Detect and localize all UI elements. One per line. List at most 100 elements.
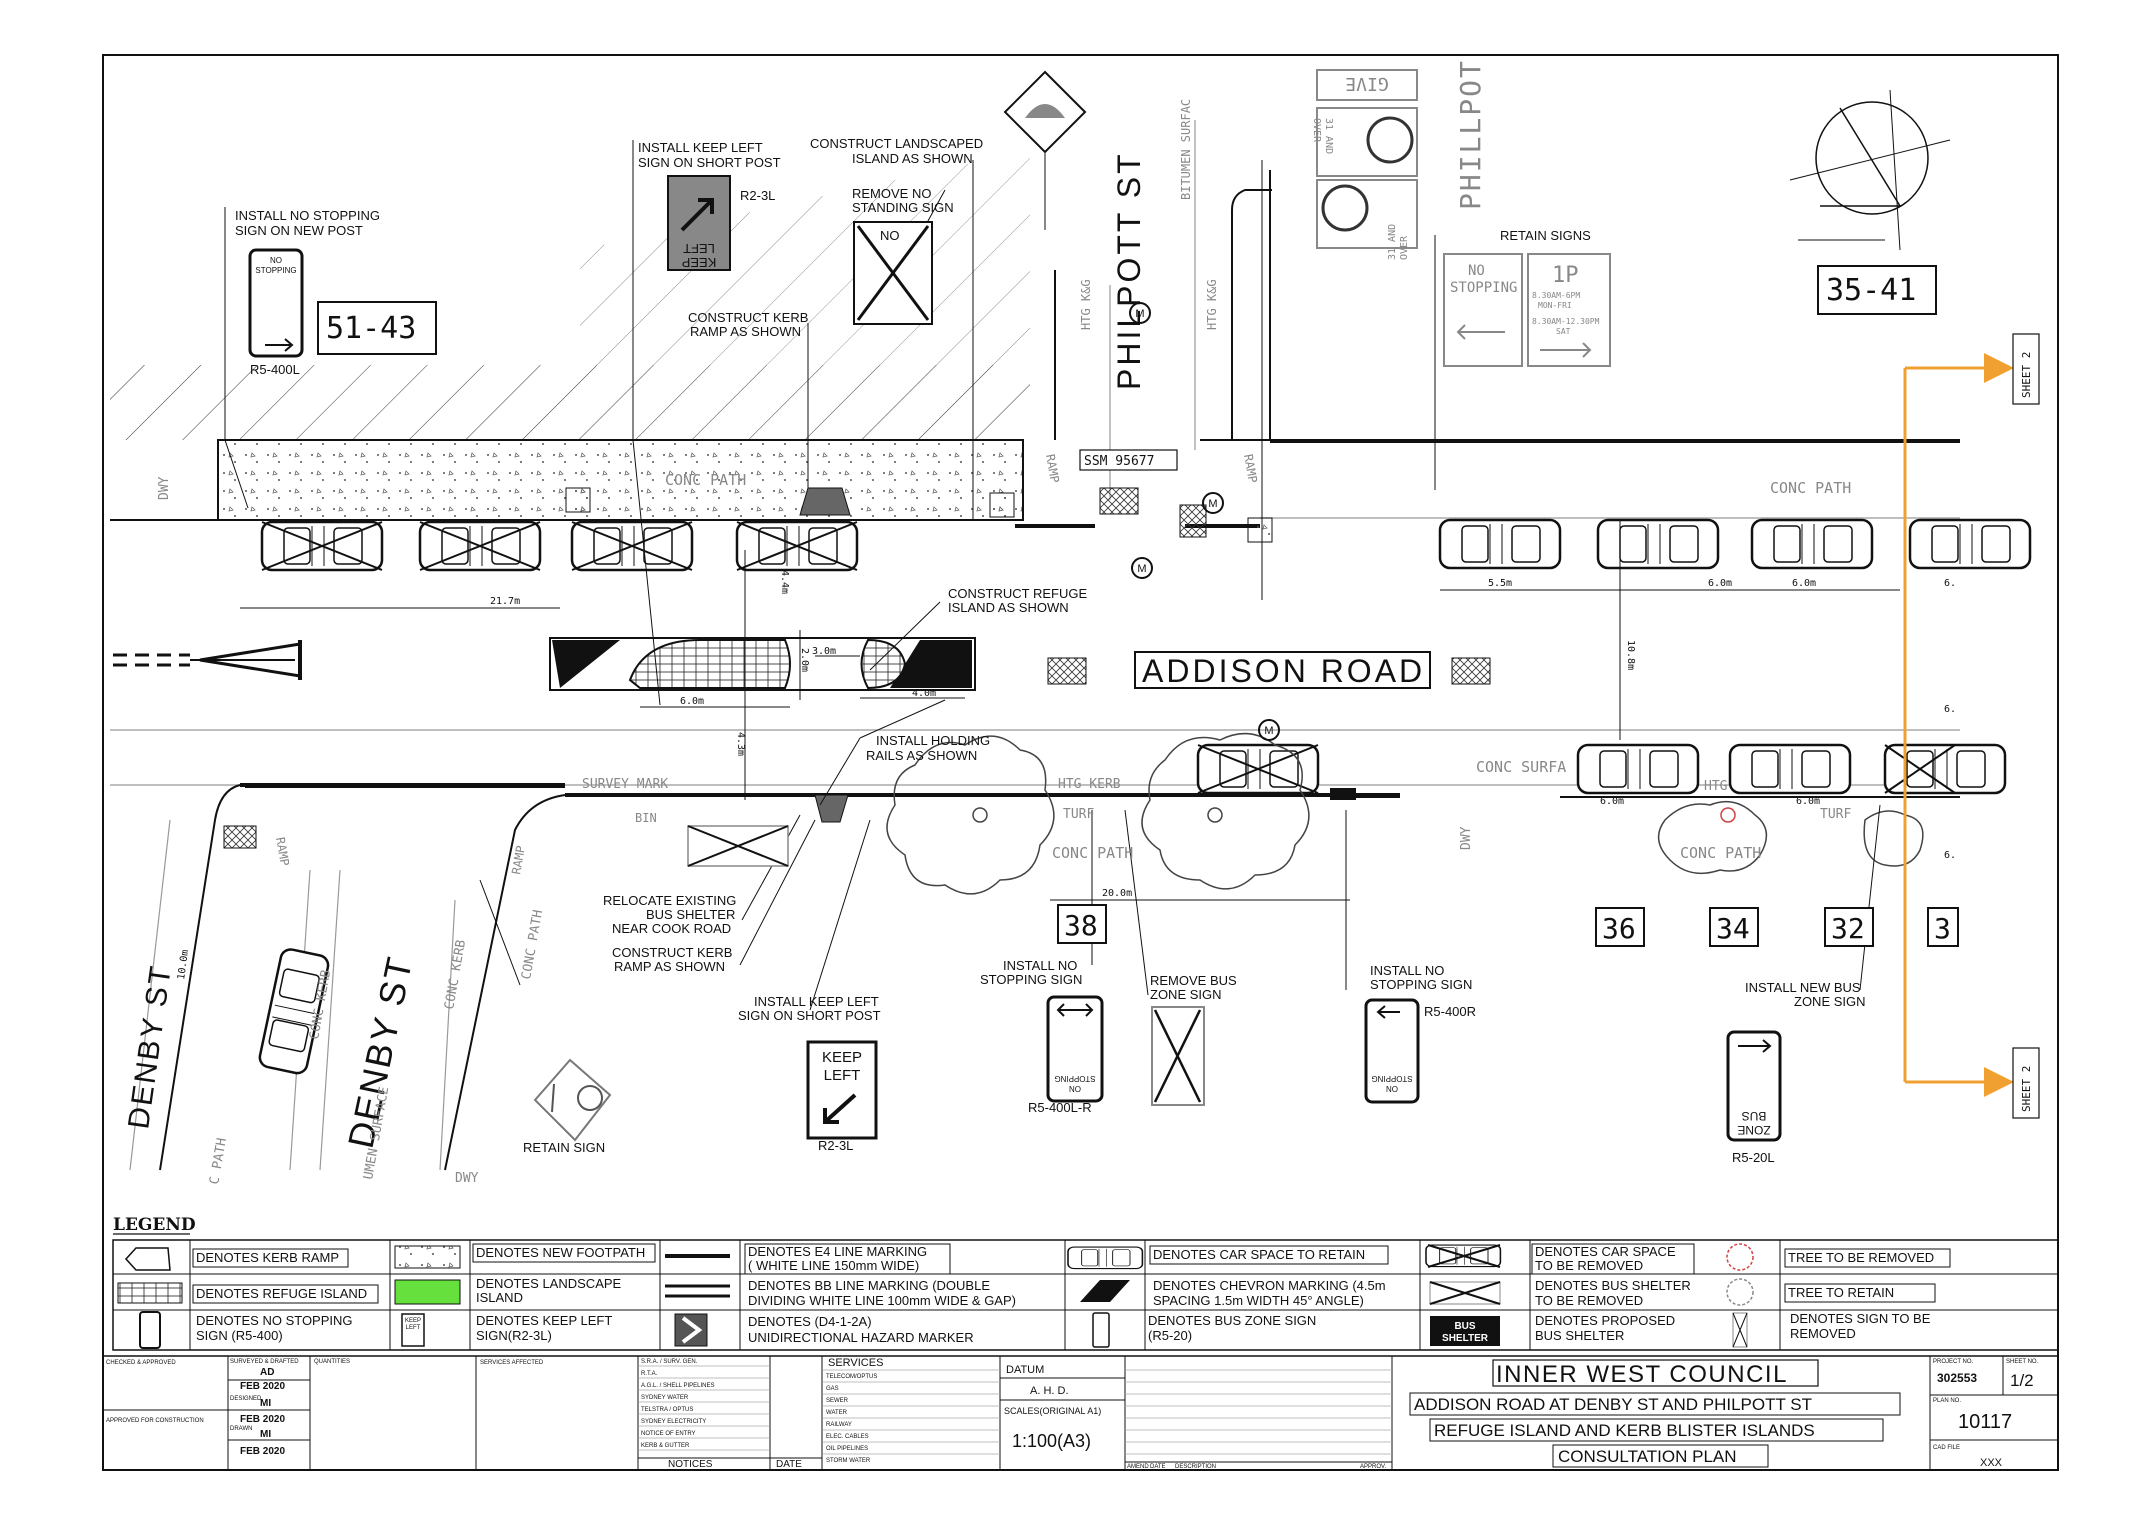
tb-cad-file-label: CAD FILE	[1933, 1445, 1960, 1451]
note-retain-sign: RETAIN SIGN	[523, 1140, 605, 1155]
match-line	[1903, 353, 2014, 1097]
marker-m-label: M	[1208, 498, 1217, 510]
legend-car-retain: DENOTES CAR SPACE TO RETAIN	[1153, 1247, 1365, 1262]
car-retained-1	[1438, 518, 1562, 570]
legend: LEGEND	[112, 1215, 2059, 1351]
ssm-label: SSM 95677	[1084, 454, 1154, 469]
tb-datum: DATUM	[1006, 1364, 1044, 1376]
title-block: CHECKED & APPROVED SURVEYED & DRAFTED QU…	[102, 1355, 2059, 1471]
car-retained-2	[1596, 518, 1720, 570]
tb-line2: REFUGE ISLAND AND KERB BLISTER ISLANDS	[1434, 1421, 1815, 1440]
legend-bus-zone-sign: DENOTES BUS ZONE SIGN(R5-20)	[1148, 1313, 1316, 1343]
note-retain-signs: RETAIN SIGNS	[1500, 228, 1591, 243]
tb-designed: DESIGNED	[230, 1396, 262, 1402]
legend-title: LEGEND	[113, 1215, 196, 1235]
label-conc-path-3: CONC PATH	[1052, 844, 1133, 862]
tb-feb2: FEB 2020	[240, 1414, 285, 1425]
dim-6-y: 6.	[1944, 704, 1956, 715]
label-sheet2-top: SHEET 2	[2020, 352, 2033, 398]
dim-10-8: 10.8m	[1625, 640, 1636, 670]
dim-6-0b: 6.0m	[1708, 578, 1732, 589]
trees-retain	[886, 732, 1924, 895]
car-removed-1	[260, 520, 384, 572]
lot-35-41: 35-41	[1826, 273, 1916, 308]
tb-sheet-no-label: SHEET NO.	[2006, 1359, 2039, 1365]
street-philpott: PHILPOTT ST	[1111, 151, 1147, 390]
tb-project-no-label: PROJECT NO.	[1933, 1359, 1974, 1365]
sign-retained-no-stopping	[1443, 253, 1611, 367]
marker-m-label: M	[1264, 725, 1273, 737]
code-r5-400l: R5-400L	[250, 362, 300, 377]
face-give: GIVE	[1345, 73, 1388, 94]
label-bitumen: BITUMEN SURFAC	[1179, 99, 1193, 200]
tb-checked: CHECKED & APPROVED	[106, 1360, 176, 1366]
label-htg-kerb: HTG KERB	[1058, 777, 1121, 792]
legend-hazard: DENOTES (D4-1-2A)UNIDIRECTIONAL HAZARD M…	[748, 1314, 974, 1345]
sign-keep-left-bottom	[806, 1040, 878, 1140]
tb-mi2: MI	[260, 1429, 271, 1440]
label-sheet2-bottom: SHEET 2	[2020, 1066, 2033, 1112]
marker-m	[1129, 302, 1280, 741]
label-dwy-3: DWY	[455, 1171, 479, 1186]
label-conc-path-5: CONC PATH	[519, 909, 546, 981]
bus-shelter-removed	[687, 825, 789, 867]
lot-32: 32	[1831, 912, 1865, 945]
tb-cad-file: XXX	[1980, 1457, 2003, 1469]
car-removed-4	[735, 520, 859, 572]
sign-give-way-group	[1316, 69, 1418, 249]
tb-scale: 1:100(A3)	[1012, 1431, 1091, 1451]
tb-feb3: FEB 2020	[240, 1446, 285, 1457]
street-addison: ADDISON ROAD	[1142, 653, 1425, 689]
tb-date: DATE	[776, 1459, 802, 1470]
dim-6-0e: 6.0m	[1796, 796, 1820, 807]
tb-line1: ADDISON ROAD AT DENBY ST AND PHILPOTT ST	[1414, 1395, 1812, 1414]
tb-sheet-no: 1/2	[2010, 1371, 2034, 1390]
tb-services-affected: SERVICES AFFECTED	[480, 1360, 544, 1366]
dim-10-0: 10.0m	[176, 949, 191, 980]
tb-project-no: 302553	[1937, 1371, 1977, 1385]
label-dwy-2: DWY	[1459, 826, 1474, 850]
sign-no-stopping-top	[248, 248, 304, 358]
hump-sign	[1003, 70, 1087, 230]
code-r2-3l-bottom: R2-3L	[818, 1138, 853, 1153]
face-one-p: 1P	[1552, 263, 1579, 288]
sign-bus-zone-new	[1726, 1030, 1782, 1142]
code-r2-3l-top: R2-3L	[740, 188, 775, 203]
tb-notices: NOTICES	[668, 1459, 713, 1470]
car-retained-6	[1728, 743, 1852, 795]
code-r5-400l-r: R5-400L-R	[1028, 1100, 1092, 1115]
code-r5-400r: R5-400R	[1424, 1004, 1476, 1019]
sign-keep-left-top	[667, 175, 731, 271]
tb-line3: CONSULTATION PLAN	[1558, 1447, 1737, 1466]
car-removed-6	[1883, 743, 2007, 795]
tb-plan-no: 10117	[1958, 1411, 2012, 1433]
tb-council: INNER WEST COUNCIL	[1496, 1361, 1788, 1388]
dim-20-0: 20.0m	[1102, 888, 1132, 899]
tb-scales: SCALES(ORIGINAL A1)	[1004, 1406, 1101, 1416]
face-31-over-b: 31 ANDOVER	[1387, 224, 1410, 260]
street-phillpot-sign: PHILLPOT	[1454, 59, 1487, 210]
label-htg-kg-1: HTG K&G	[1079, 279, 1093, 330]
face-on-stopping-2: ONSTOPPING	[1371, 1074, 1412, 1093]
lot-3: 3	[1934, 912, 1951, 945]
legend-tree-retain: TREE TO RETAIN	[1788, 1285, 1894, 1300]
face-31-over-a: 31 ANDOVER	[1311, 118, 1334, 154]
tb-feb1: FEB 2020	[240, 1381, 285, 1392]
tb-ad: AD	[260, 1367, 274, 1378]
car-retained-3	[1750, 518, 1874, 570]
legend-tree-removed: TREE TO BE REMOVED	[1788, 1250, 1934, 1265]
